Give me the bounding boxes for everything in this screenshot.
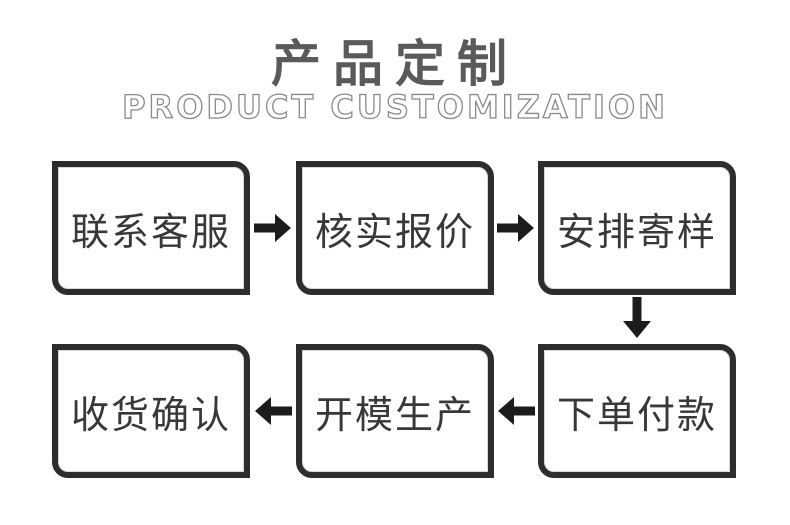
step-box-mold-production: 开模生产: [296, 344, 494, 478]
step-label: 安排寄样: [556, 211, 717, 254]
arrow-left-icon: [254, 396, 292, 426]
step-box-receipt-confirm: 收货确认: [52, 344, 250, 478]
step-box-contact-service: 联系客服: [52, 161, 250, 295]
step-box-verify-quote: 核实报价: [296, 161, 494, 295]
page-subtitle: PRODUCT CUSTOMIZATION: [121, 87, 668, 126]
arrow-right-icon: [254, 213, 292, 243]
step-label: 核实报价: [314, 211, 475, 254]
step-label: 收货确认: [70, 394, 231, 437]
step-label: 下单付款: [556, 394, 717, 437]
step-box-order-payment: 下单付款: [538, 344, 736, 478]
arrow-right-icon: [497, 213, 535, 243]
arrow-down-icon: [622, 297, 652, 339]
step-box-arrange-sample: 安排寄样: [538, 161, 736, 295]
page-title: 产品定制: [271, 36, 519, 92]
step-label: 联系客服: [70, 211, 231, 254]
arrow-left-icon: [497, 396, 535, 426]
step-label: 开模生产: [314, 394, 475, 437]
